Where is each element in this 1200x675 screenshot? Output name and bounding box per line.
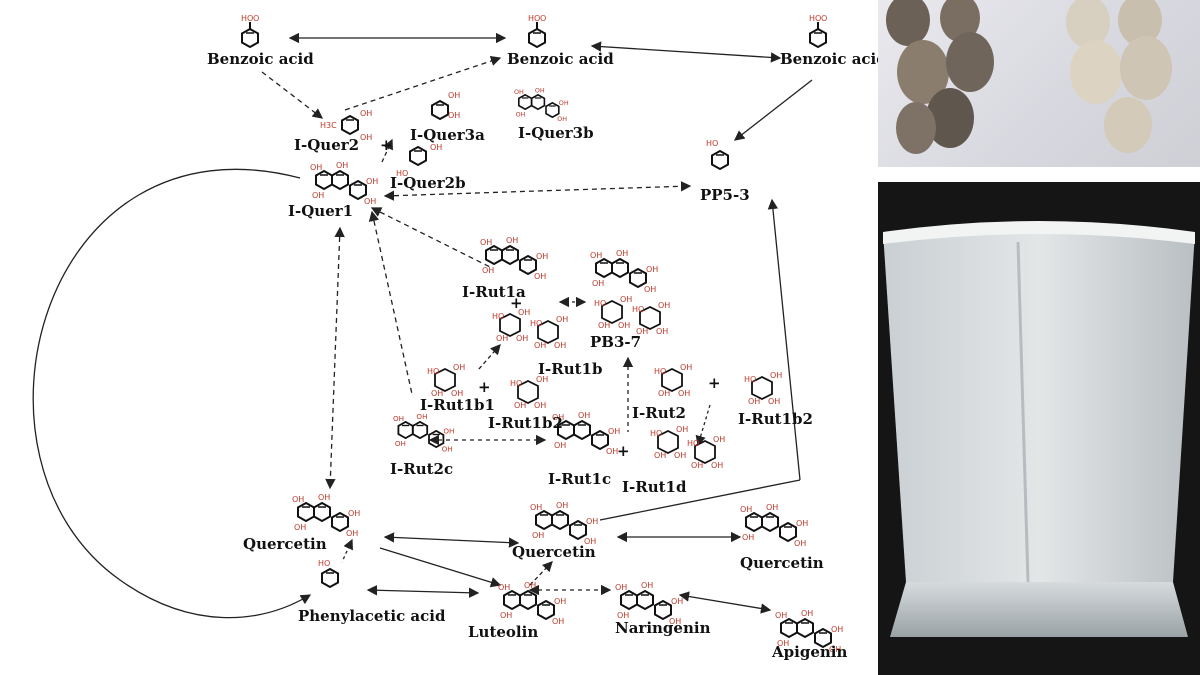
svg-text:HO: HO	[706, 139, 718, 148]
label-irut1d: I-Rut1d	[622, 478, 687, 496]
plus-sign-2: +	[510, 294, 523, 312]
arrow-iquer2-benzoic2	[344, 55, 502, 111]
svg-text:OH: OH	[448, 91, 460, 100]
pb37-sugar-2	[631, 300, 672, 337]
label-pp53: PP5-3	[700, 186, 750, 204]
label-quercetin-1: Quercetin	[243, 535, 327, 553]
label-apigenin: Apigenin	[771, 643, 847, 661]
arrow-quercetin1-quercetin2	[383, 532, 520, 548]
arrow-quercetin1-luteolin	[379, 547, 502, 588]
svg-text:OH: OH	[430, 143, 442, 152]
benzoic-acid-molecule-1	[241, 14, 259, 47]
label-irut2c: I-Rut2c	[390, 460, 453, 478]
arrow-quercetin-phenylacetic	[341, 538, 353, 563]
arrow-phenylacetic-luteolin	[366, 585, 480, 598]
iquer2-molecule	[341, 115, 359, 135]
compound-labels: Benzoic acid Benzoic acid Benzoic acid I…	[207, 50, 878, 661]
label-luteolin: Luteolin	[468, 623, 538, 641]
label-phenylacetic-acid: Phenylacetic acid	[298, 607, 446, 625]
iquer1-molecule	[310, 161, 378, 206]
pb37-sugar-1	[593, 294, 634, 331]
benzoic-acid-molecule-2	[528, 14, 546, 47]
plus-sign-4: +	[708, 374, 721, 392]
iquer3b-molecule	[514, 86, 569, 123]
quercetin-molecule-2	[530, 501, 598, 546]
label-irut1c: I-Rut1c	[548, 470, 611, 488]
arrow-benzoic2-benzoic3	[590, 41, 782, 63]
arrow-luteolin-quercetin2	[529, 561, 553, 586]
label-irut1b2-right: I-Rut1b2	[738, 410, 813, 428]
iquer3a-molecule	[431, 100, 449, 120]
molecules: H3C OH OH OH OH OH HO HO HO	[241, 14, 843, 654]
label-irut1b: I-Rut1b	[538, 360, 602, 378]
label-iquer2b: I-Quer2b	[390, 174, 466, 192]
arrow-iquer1-irut1b1	[368, 210, 413, 395]
label-irut2: I-Rut2	[632, 404, 686, 422]
irut1a-molecule	[480, 236, 548, 281]
irut1d-sugar-1	[649, 424, 690, 461]
plus-sign-1: +	[380, 136, 393, 154]
milk-glass-illustration	[878, 182, 1200, 675]
arrow-big-loop	[32, 168, 312, 619]
seeds-photo	[878, 0, 1200, 167]
phenylacetic-acid-molecule	[321, 568, 339, 588]
benzoic-acid-molecule-3	[809, 14, 827, 47]
arrow-quercetin2-pp53	[599, 479, 801, 521]
arrow-benzoic3-pp53	[733, 79, 813, 141]
label-quercetin-2: Quercetin	[512, 543, 596, 561]
irut2c-molecule	[393, 412, 454, 453]
label-iquer3b: I-Quer3b	[518, 124, 594, 142]
irut1b1-sugar	[426, 362, 467, 399]
svg-text:OH: OH	[360, 109, 372, 118]
svg-text:HO: HO	[396, 169, 408, 178]
svg-text:OH: OH	[448, 111, 460, 120]
label-iquer1: I-Quer1	[288, 202, 353, 220]
arrow-iquer1-irut1a	[370, 207, 493, 269]
quercetin-molecule-3	[740, 503, 808, 548]
arrow-benzoic1-iquer2	[261, 71, 324, 119]
degradation-pathway-diagram: HO O OH OH OH OH OH HO OH OH OH	[32, 0, 878, 661]
arrow-to-pp53-vertical	[767, 198, 801, 481]
label-irut1a: I-Rut1a	[462, 283, 526, 301]
svg-text:HO: HO	[318, 559, 330, 568]
plus-signs: + + + + +	[380, 136, 721, 460]
svg-text:OH: OH	[360, 133, 372, 142]
iquer2b-molecule	[409, 146, 427, 166]
irut1b2-sugar	[509, 374, 550, 411]
pathway-arrows	[32, 32, 813, 619]
label-pb37: PB3-7	[590, 333, 641, 351]
label-naringenin: Naringenin	[615, 619, 711, 637]
arrow-iquer1-quercetin	[325, 226, 345, 490]
irut2-sugar	[653, 362, 694, 399]
milk-glass-photo	[878, 182, 1200, 675]
dark-seeds	[886, 0, 994, 154]
arrow-naringenin-apigenin	[678, 591, 772, 614]
luteolin-molecule	[498, 581, 566, 626]
pb37-molecule	[590, 249, 658, 294]
quercetin-molecule-1	[292, 493, 360, 538]
label-benzoic-acid-2: Benzoic acid	[507, 50, 614, 68]
arrow-irut2-irut1d	[695, 404, 711, 447]
label-benzoic-acid-3: Benzoic acid	[780, 50, 878, 68]
light-seeds	[1066, 0, 1172, 153]
label-iquer3a: I-Quer3a	[410, 126, 485, 144]
label-irut1b2: I-Rut1b2	[488, 414, 563, 432]
irut1b2-right-sugar	[743, 370, 784, 407]
plus-sign-3: +	[478, 378, 491, 396]
plus-sign-5: +	[617, 442, 630, 460]
irut1b-sugar-1	[491, 307, 532, 344]
irut1b-sugar-2	[529, 314, 570, 351]
label-quercetin-3: Quercetin	[740, 554, 824, 572]
svg-text:H3C: H3C	[320, 121, 337, 130]
label-irut1b1: I-Rut1b1	[420, 396, 495, 414]
label-benzoic-acid-1: Benzoic acid	[207, 50, 314, 68]
arrow-iquer1-pp53	[383, 181, 692, 201]
irut1d-sugar-2	[686, 434, 727, 471]
arrow-irut1b-irut1b1	[477, 344, 501, 371]
seeds-illustration	[886, 0, 1172, 154]
label-iquer2: I-Quer2	[294, 136, 359, 154]
pp53-molecule	[711, 150, 729, 170]
